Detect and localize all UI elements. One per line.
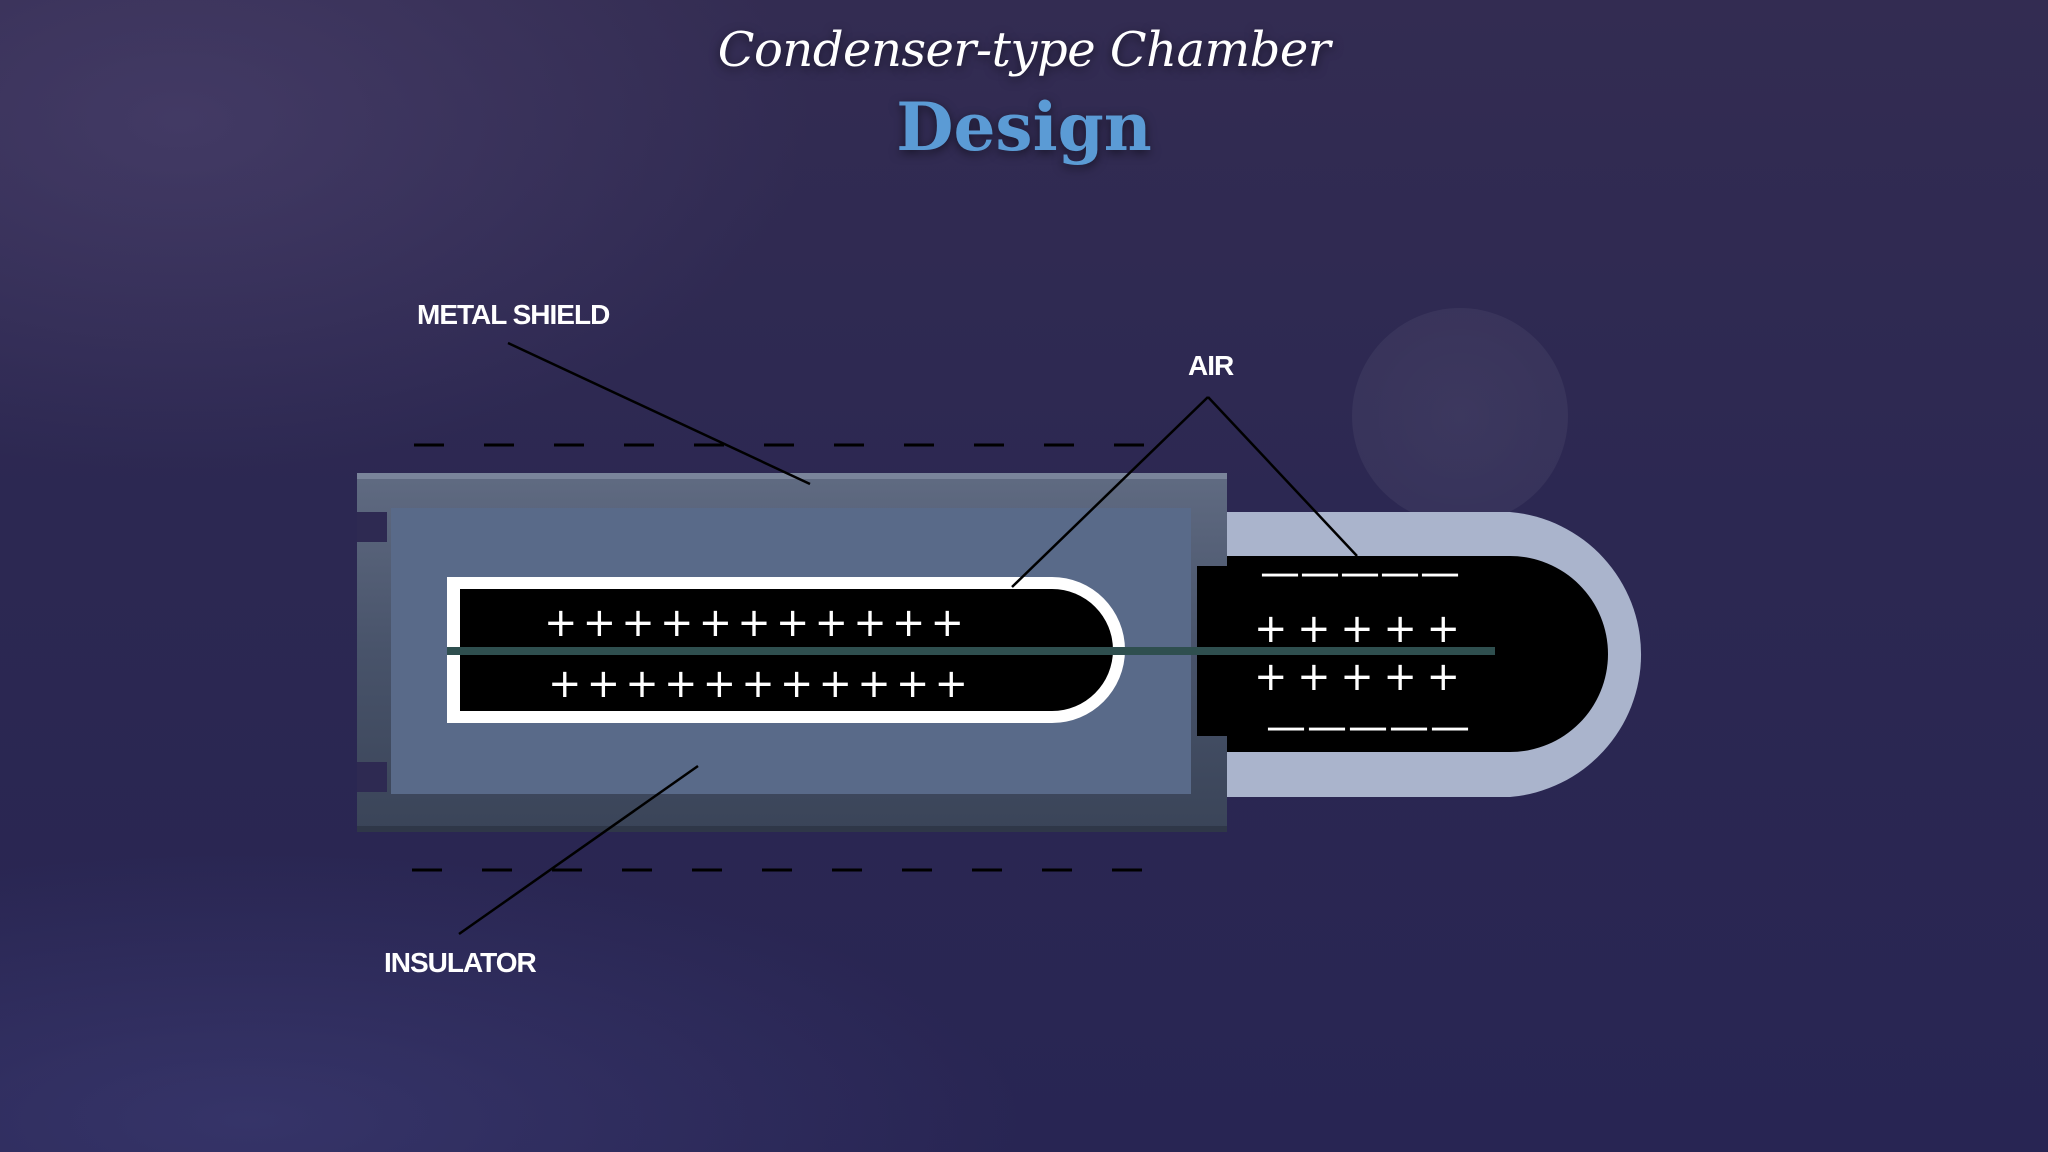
charges-tip-plus-bottom: + + + + + <box>1254 654 1460 700</box>
charges-tip-top-negative: — — — — — <box>1260 550 1460 596</box>
charges-tip-bottom-negative: — — — — — <box>1266 704 1470 750</box>
central-electrode <box>447 647 1495 655</box>
title-line-1: Condenser-type Chamber <box>717 22 1331 78</box>
title-line-2: Design <box>896 88 1152 166</box>
leader-air-tip <box>1207 396 1358 557</box>
background-ghost-circle <box>1352 308 1568 524</box>
insulator-label: INSULATOR <box>384 947 537 978</box>
charges-inner-bottom: + + + + + + + + + + + <box>548 661 968 707</box>
charges-inner-top: + + + + + + + + + + + <box>544 600 964 646</box>
charges-tip-plus-top: + + + + + <box>1254 606 1460 652</box>
leader-air-inner <box>1011 396 1209 588</box>
metal-shield-label: METAL SHIELD <box>417 299 610 330</box>
leader-insulator <box>458 764 699 936</box>
leader-metal-shield <box>507 341 811 486</box>
air-label: AIR <box>1188 350 1234 381</box>
